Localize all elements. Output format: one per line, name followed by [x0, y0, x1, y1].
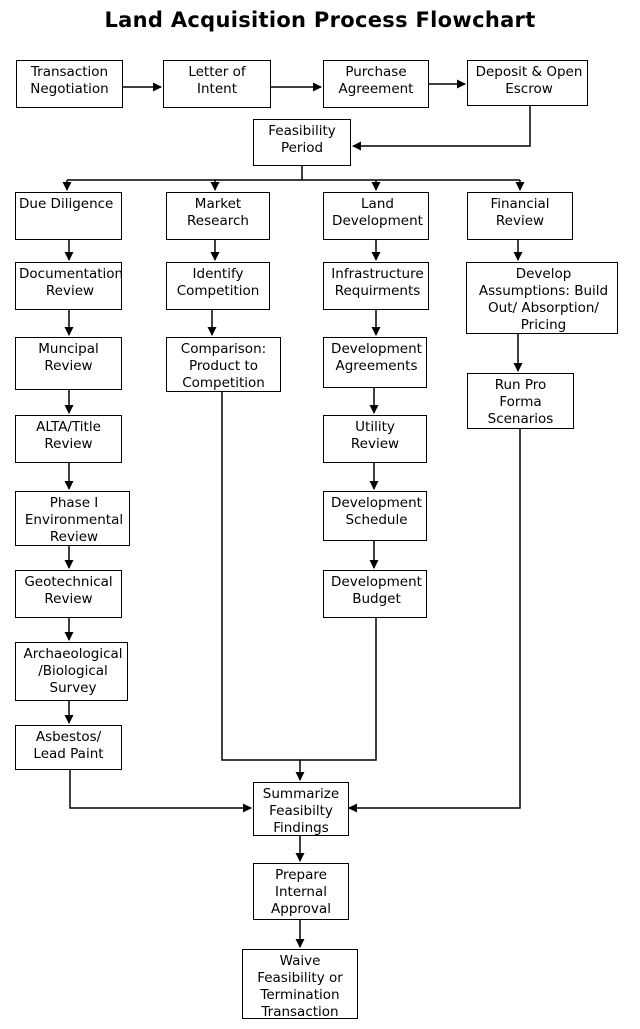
- node-land-development: Land Development: [323, 192, 429, 240]
- node-feasibility-period: Feasibility Period: [253, 119, 351, 166]
- node-development-agreements: Development Agreements: [323, 337, 427, 388]
- node-identify-competition: Identify Competition: [166, 262, 270, 310]
- arrow-ld-to-summary: [300, 618, 377, 761]
- node-waive-feasibility-or-termination: Waive Feasibility or Termination Transac…: [242, 949, 358, 1019]
- node-municipal-review: Muncipal Review: [15, 337, 122, 390]
- arrow-deposit-to-feasibility: [352, 106, 531, 151]
- node-utility-review: Utility Review: [323, 415, 427, 463]
- node-geotechnical-review: Geotechnical Review: [15, 570, 122, 618]
- node-develop-assumptions: Develop Assumptions: Build Out/ Absorpti…: [466, 262, 618, 334]
- node-archaeological-biological-survey: Archaeological /Biological Survey: [15, 642, 128, 701]
- flowchart-title: Land Acquisition Process Flowchart: [104, 8, 536, 32]
- node-transaction-negotiation: Transaction Negotiation: [16, 60, 123, 108]
- node-market-research: Market Research: [166, 192, 270, 240]
- arrow-mr-to-summary: [221, 392, 305, 781]
- node-alta-title-review: ALTA/Title Review: [15, 415, 122, 463]
- node-documentation-review: Documentation Review: [15, 262, 122, 310]
- node-financial-review: Financial Review: [467, 192, 573, 240]
- node-infrastructure-requirements: Infrastructure Requirments: [323, 262, 429, 310]
- node-asbestos-lead-paint: Asbestos/ Lead Paint: [15, 725, 122, 770]
- node-summarize-feasibility-findings: Summarize Feasibilty Findings: [253, 782, 349, 836]
- node-run-pro-forma-scenarios: Run Pro Forma Scenarios: [467, 373, 574, 429]
- branch-line: [67, 166, 520, 181]
- arrow-fr-to-summary: [348, 429, 521, 813]
- node-due-diligence: Due Diligence: [15, 192, 122, 240]
- node-development-budget: Development Budget: [323, 570, 427, 618]
- node-purchase-agreement: Purchase Agreement: [323, 60, 429, 108]
- node-letter-of-intent: Letter of Intent: [163, 60, 271, 108]
- node-prepare-internal-approval: Prepare Internal Approval: [253, 863, 349, 920]
- node-comparison-product-to-competition: Comparison: Product to Competition: [166, 337, 281, 392]
- arrow-dd-to-summary: [69, 770, 252, 813]
- node-deposit-open-escrow: Deposit & Open Escrow: [467, 60, 588, 106]
- node-development-schedule: Development Schedule: [323, 491, 427, 541]
- node-phase1-environmental-review: Phase I Environmental Review: [15, 491, 130, 546]
